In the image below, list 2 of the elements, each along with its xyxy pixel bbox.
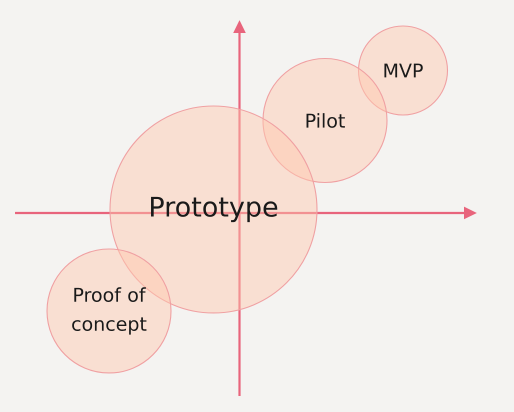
bubble: Proof of concept [46, 248, 172, 374]
bubble: MVP [358, 25, 448, 116]
